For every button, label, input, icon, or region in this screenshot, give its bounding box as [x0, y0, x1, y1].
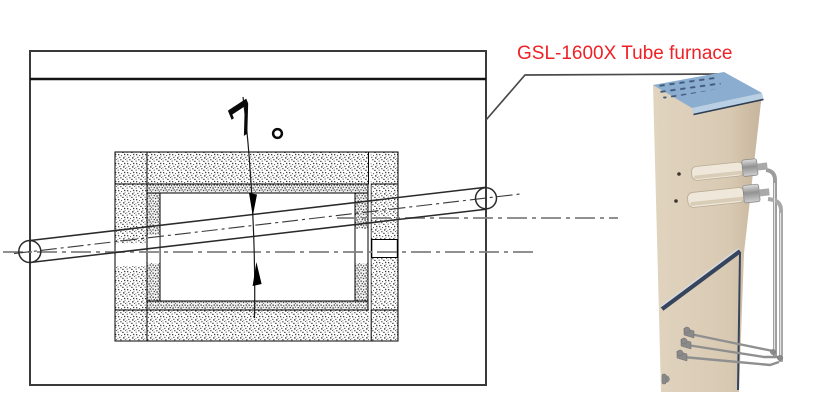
furnace-photo-diagonal-trim-highlight — [660, 247, 740, 308]
degree-symbol — [271, 127, 284, 140]
steel-fitting-2 — [742, 183, 761, 204]
furnace-photo — [653, 72, 783, 392]
tube-left-end-circle — [18, 239, 42, 264]
valve-knob — [676, 349, 684, 357]
bolt-hole-dot — [674, 199, 678, 203]
left-wall-tube-hole — [115, 244, 147, 266]
angle-value-text: 7 — [218, 91, 268, 147]
ceramic-tube-2 — [687, 183, 770, 208]
steel-fitting-1 — [741, 158, 759, 177]
partial-valve-stem — [661, 373, 667, 385]
lining-bottom-slab — [146, 300, 369, 311]
pipe-elbow — [777, 355, 783, 361]
angle-arrow-lower — [252, 262, 262, 286]
valve-knob — [680, 337, 688, 345]
vertical-pipe-2 — [767, 197, 783, 362]
gas-lines — [682, 332, 780, 367]
tube-top-line — [29, 186, 487, 242]
insulation-bottom-slab — [114, 309, 399, 342]
vertical-pipe-1 — [765, 168, 777, 356]
right-wall-tube-hole — [371, 239, 398, 258]
left-lining-tube-hole — [147, 235, 160, 263]
furnace-photo-top-trim — [693, 98, 764, 116]
gas-line-2 — [686, 343, 780, 359]
ceramic-tube-1 — [691, 158, 768, 181]
label-leader-line — [485, 73, 727, 121]
gas-line-3 — [682, 355, 780, 367]
angle-dimension: 7 — [218, 91, 284, 319]
bolt-hole-dot — [677, 172, 681, 176]
angle-arrow-upper — [249, 193, 257, 216]
quartz-tube — [18, 186, 498, 264]
furnace-photo-vent-slots — [656, 73, 723, 99]
furnace-photo-top-edge-band — [692, 93, 764, 114]
insulation-top-slab — [114, 151, 399, 185]
furnace-photo-right-trim — [737, 252, 741, 391]
right-lining-tube-hole — [355, 229, 368, 263]
furnace-label: GSL-1600X Tube furnace — [517, 43, 733, 64]
furnace-photo-diagonal-trim — [660, 249, 742, 311]
gas-line-1 — [689, 332, 774, 353]
valve-knob — [683, 326, 691, 334]
tube-axis-centerline — [13, 193, 522, 255]
tube-right-end-circle — [474, 187, 498, 210]
gas-line-fittings — [661, 326, 783, 385]
furnace-photo-body — [653, 85, 762, 392]
pipe-elbow — [770, 349, 776, 355]
tube-bottom-line — [29, 208, 487, 264]
lining-top-slab — [146, 183, 369, 194]
